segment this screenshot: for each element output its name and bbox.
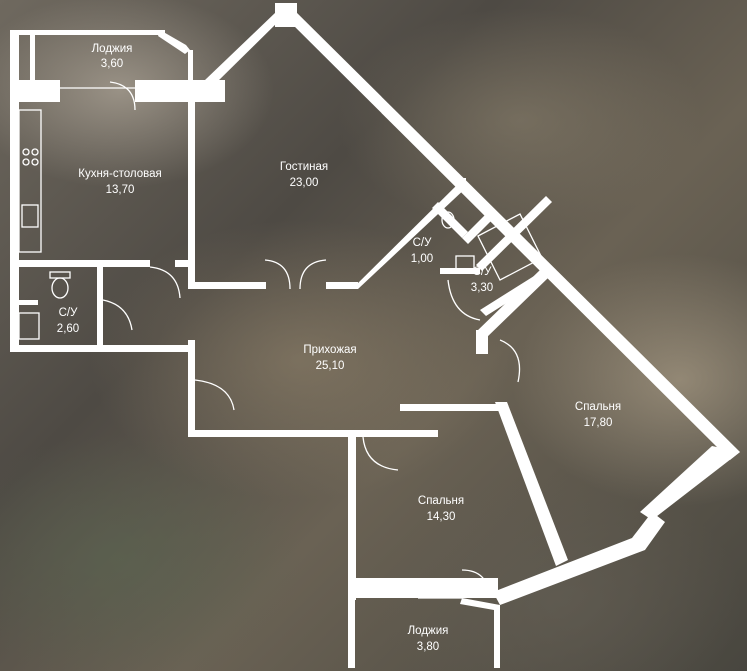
room-area-bedroom-bottom: 14,30 [427,511,456,523]
room-name-bedroom-bottom: Спальня [418,495,464,507]
room-area-loggia-top: 3,60 [101,58,123,70]
walls [10,3,740,668]
room-labels: Лоджия 3,60 Кухня-столовая 13,70 Гостина… [57,43,621,653]
sink-icon [21,204,39,228]
toilet-icon [51,277,69,299]
room-area-bath: 3,30 [471,282,493,294]
washbasin-icon [18,312,40,340]
room-area-living: 23,00 [290,177,319,189]
room-name-living: Гостиная [280,161,328,173]
room-name-bedroom-right: Спальня [575,401,621,413]
fixtures [18,19,543,599]
room-area-bedroom-right: 17,80 [584,417,613,429]
room-name-kitchen: Кухня-столовая [78,168,161,180]
room-area-wc-left: 2,60 [57,323,79,335]
room-name-wc-small: С/У [413,237,433,249]
room-name-loggia-bottom: Лоджия [408,625,449,637]
room-area-wc-small: 1,00 [411,253,433,265]
bathtub-icon [477,213,543,281]
room-name-wc-left: С/У [59,307,79,319]
room-area-hall: 25,10 [316,360,345,372]
room-area-loggia-bottom: 3,80 [417,641,439,653]
room-name-hall: Прихожая [303,344,356,356]
room-area-kitchen: 13,70 [106,184,135,196]
stove-burner-icon [22,148,30,156]
room-name-loggia-top: Лоджия [92,43,133,55]
room-name-bath: С/У [473,266,493,278]
